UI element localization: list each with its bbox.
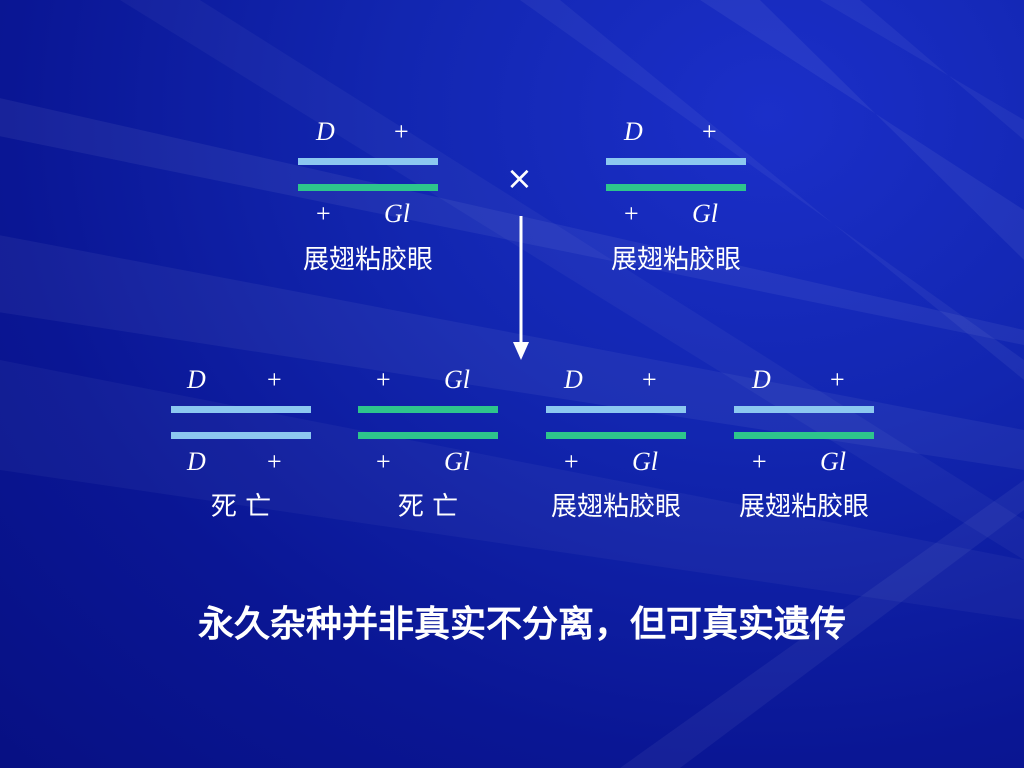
offspring-4-phenotype: 展翅粘胶眼 (738, 492, 869, 522)
allele-label: + (702, 117, 717, 146)
chromosome-bar (358, 432, 498, 439)
offspring-3-chromosome-pair: D + + Gl (546, 366, 686, 476)
allele-label: + (267, 365, 282, 394)
offspring-1-phenotype: 死 亡 (210, 492, 272, 522)
chromosome-bar (606, 158, 746, 165)
offspring-2-phenotype: 死 亡 (397, 492, 459, 522)
chromosome-bar (734, 432, 874, 439)
chromosome-bar (171, 432, 311, 439)
allele-label: D (752, 365, 771, 394)
offspring-1-chromosome-pair: D + D + (171, 366, 311, 476)
allele-label: Gl (632, 447, 658, 476)
offspring-4-chromosome-pair: D + + Gl (734, 366, 874, 476)
chromosome-bar (171, 406, 311, 413)
allele-label: + (394, 117, 409, 146)
parent-right-chromosome-pair: D + + Gl (606, 118, 746, 228)
allele-label: D (187, 447, 206, 476)
allele-label: + (624, 199, 639, 228)
allele-label: Gl (384, 199, 410, 228)
allele-label: + (642, 365, 657, 394)
chromosome-bar (546, 432, 686, 439)
offspring-2-chromosome-pair: + Gl + Gl (358, 366, 498, 476)
chromosome-bar (606, 184, 746, 191)
chromosome-bar (546, 406, 686, 413)
allele-label: D (187, 365, 206, 394)
allele-label: + (564, 447, 579, 476)
allele-label: + (830, 365, 845, 394)
allele-label: + (376, 365, 391, 394)
chromosome-bar (298, 184, 438, 191)
allele-label: D (316, 117, 335, 146)
conclusion-text: 永久杂种并非真实不分离，但可真实遗传 (197, 604, 846, 645)
chromosome-bar (358, 406, 498, 413)
parent-right-phenotype: 展翅粘胶眼 (610, 245, 741, 275)
allele-label: Gl (692, 199, 718, 228)
offspring-3-phenotype: 展翅粘胶眼 (550, 492, 681, 522)
allele-label: Gl (820, 447, 846, 476)
allele-label: + (752, 447, 767, 476)
allele-label: + (376, 447, 391, 476)
allele-label: Gl (444, 447, 470, 476)
parent-left-chromosome-pair: D + + Gl (298, 118, 438, 228)
down-arrow-icon (513, 216, 529, 360)
parent-left-phenotype: 展翅粘胶眼 (302, 245, 433, 275)
cross-symbol: × (506, 159, 533, 197)
chromosome-bar (734, 406, 874, 413)
allele-label: D (624, 117, 643, 146)
allele-label: D (564, 365, 583, 394)
allele-label: + (267, 447, 282, 476)
allele-label: + (316, 199, 331, 228)
allele-label: Gl (444, 365, 470, 394)
chromosome-bar (298, 158, 438, 165)
